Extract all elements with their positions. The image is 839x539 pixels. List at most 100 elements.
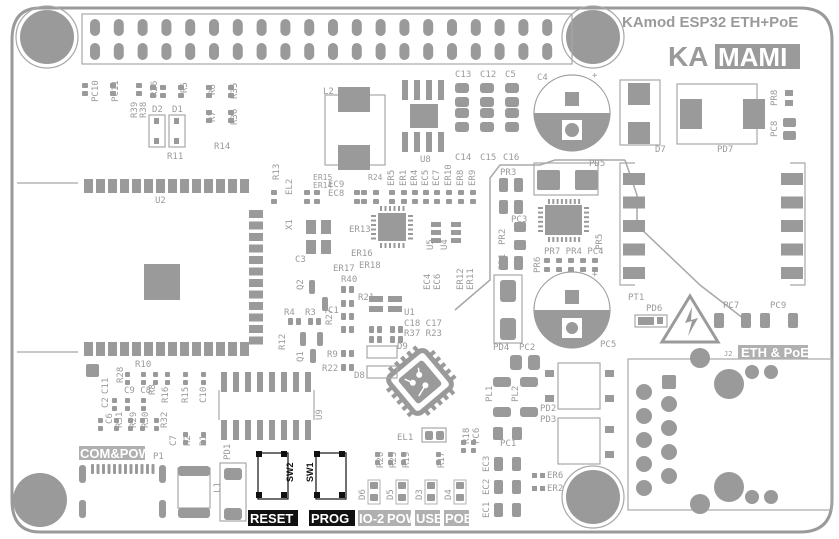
chip-logo-tooth [406,350,413,357]
svg-text:U1: U1 [404,308,415,318]
bridge-pd3: PD3 [540,415,614,465]
chip-logo-tooth [387,365,395,373]
led-label-poe: POE [445,511,473,526]
svg-text:R40: R40 [341,275,357,285]
ref-label: ER5 [387,170,397,186]
resistor-pad [470,190,476,195]
header-pin [209,19,219,36]
resistor-pad [354,190,360,195]
transformer-pin [781,196,803,209]
chip-logo-icon [385,345,457,418]
svg-text:EL2: EL2 [285,179,295,195]
resistor-pad [412,190,418,195]
rj45-pin [636,480,652,496]
capacitor-pc5: PC5 + [533,270,616,350]
header-pin [256,43,267,60]
module-pin [96,179,105,193]
ic-pin [257,372,263,392]
mounting-hole-tr [566,10,620,64]
module-pin [120,179,129,193]
svg-text:C5: C5 [505,70,516,80]
resistor-pad [423,199,429,204]
module-pin [120,342,129,356]
header-pin [542,43,553,60]
chip-logo-tooth [442,394,450,401]
reset-button[interactable]: SW2 RESET [248,451,298,526]
svg-text:R32: R32 [160,412,170,428]
module-pin [192,342,201,356]
svg-text:R15: R15 [181,387,191,403]
led-outline [453,479,467,505]
rj45-pin [636,456,652,472]
svg-text:EC3: EC3 [482,456,492,472]
svg-text:C15: C15 [480,153,496,163]
chip-logo-tooth [401,404,408,412]
svg-text:ER2: ER2 [547,484,563,494]
rj45-pin [661,468,677,484]
diode-d7: D7 [619,79,666,155]
capacitor-pad [505,83,519,93]
resistor-pad [389,199,395,204]
svg-text:R19: R19 [402,452,412,468]
resistor-pad [308,318,313,325]
led-pad [370,482,378,489]
svg-text:+: + [592,71,598,81]
svg-text:PD7: PD7 [717,145,733,155]
usb-connector-p1: COM&POW P1 [79,446,166,518]
rj45-pin [636,432,652,448]
capacitor-pad [480,83,494,93]
resistor-pad [398,336,403,343]
ic-pin [293,372,299,392]
svg-text:ER17: ER17 [333,264,355,274]
capacitor-pad [480,122,494,132]
svg-text:C7: C7 [169,435,179,446]
transformer-pin [623,220,645,232]
resistor-pad [580,267,586,272]
module-pin [96,342,105,356]
svg-text:ER16: ER16 [351,249,373,259]
resistor-pad [401,190,407,195]
ic-pin [408,224,413,226]
module-pin [84,342,93,356]
module-pin [168,342,177,356]
resistor-pad [183,432,188,437]
resistor-pad [150,93,156,98]
svg-text:PR1: PR1 [498,254,508,270]
chip-u8: U8 [402,80,444,165]
ic-pin [305,372,311,392]
resistor-pad [375,460,380,465]
svg-text:R39: R39 [130,102,140,118]
ic-pin [371,215,376,217]
svg-text:EC8: EC8 [328,189,344,199]
led-label-pow: POW [387,511,419,526]
ic-pin [584,225,589,228]
ic-pin [221,420,227,440]
svg-text:ER6: ER6 [547,471,563,481]
chip-logo-tooth [445,368,452,375]
header-pin [447,19,457,36]
svg-text:PC7: PC7 [723,301,739,311]
prog-button[interactable]: SW1 PROG [305,451,355,526]
chip-logo-tooth [385,386,393,393]
svg-text:R1: R1 [199,435,209,446]
led-ref: D6 [358,489,368,500]
module-pin [168,179,177,193]
led-outline [424,479,438,505]
svg-text:D7: D7 [655,145,666,155]
module-pin [249,221,263,230]
ic-pin [556,237,559,242]
ic-pin [438,132,444,152]
chip-logo-tooth [434,355,442,363]
resistor-pad [568,267,574,272]
svg-text:PC9: PC9 [770,301,786,311]
ic-pin [556,199,559,204]
ic-pin [380,243,382,248]
mounting-hole-tl [20,10,74,64]
module-pin [249,313,263,322]
resistor-pad [398,326,403,333]
svg-text:C6: C6 [105,413,115,424]
svg-text:PD1: PD1 [223,444,233,460]
svg-text:R30: R30 [141,412,151,428]
resistor-pad [140,418,145,423]
mounting-hole-bl [13,473,67,527]
